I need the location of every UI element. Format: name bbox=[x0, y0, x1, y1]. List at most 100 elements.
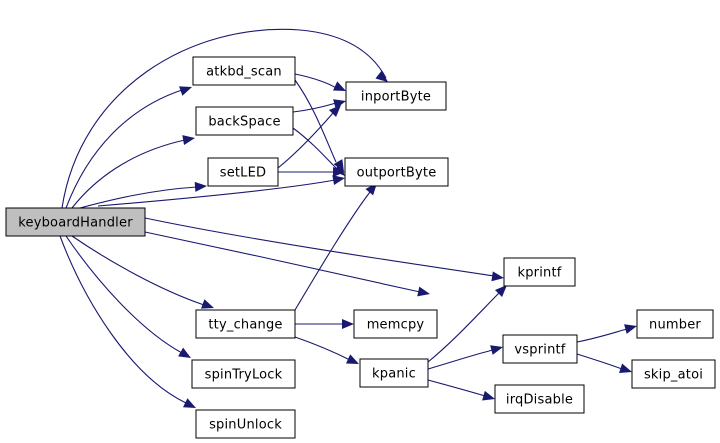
node-box[interactable] bbox=[636, 309, 714, 339]
node-box[interactable] bbox=[5, 207, 146, 237]
node-box[interactable] bbox=[631, 359, 716, 389]
call-edge-keyboardHandler-to-kprintf bbox=[144, 217, 504, 282]
node-box[interactable] bbox=[503, 257, 576, 287]
arrowhead-icon bbox=[328, 105, 341, 118]
call-edge-vsprintf-to-skip_atoi bbox=[576, 353, 632, 374]
arrowhead-icon bbox=[183, 398, 196, 408]
call-edge-keyboardHandler-to-outportByte bbox=[97, 175, 345, 207]
arrowhead-icon bbox=[482, 390, 495, 401]
edge-line bbox=[294, 336, 351, 361]
call-edge-setLED-to-inportByte bbox=[277, 105, 341, 169]
edge-line bbox=[294, 79, 337, 163]
node-box[interactable] bbox=[195, 106, 294, 136]
edge-line bbox=[144, 217, 495, 277]
node-inportByte[interactable]: inportByte bbox=[345, 81, 447, 111]
arrowhead-icon bbox=[201, 299, 214, 309]
node-irqDisable[interactable]: irqDisable bbox=[494, 384, 585, 414]
arrowhead-icon bbox=[619, 363, 632, 374]
call-edge-keyboardHandler-to-atkbd_scan bbox=[65, 86, 192, 209]
node-box[interactable] bbox=[494, 384, 585, 414]
edge-line bbox=[61, 28, 387, 209]
arrowhead-icon bbox=[624, 324, 637, 334]
node-box[interactable] bbox=[345, 81, 447, 111]
arrowhead-icon bbox=[333, 167, 345, 177]
arrowhead-icon bbox=[179, 86, 192, 96]
nodes-layer: keyboardHandler atkbd_scan backSpace setLED… bbox=[5, 56, 716, 439]
arrowhead-icon bbox=[333, 81, 346, 91]
call-edge-keyboardHandler-to-tty_change bbox=[71, 235, 214, 309]
edges-layer bbox=[59, 28, 637, 408]
node-tty_change[interactable]: tty_change bbox=[195, 309, 296, 339]
arrowhead-icon bbox=[494, 285, 507, 298]
call-edge-keyboardHandler-to-backSpace bbox=[71, 135, 195, 209]
node-box[interactable] bbox=[359, 358, 429, 388]
node-skip_atoi[interactable]: skip_atoi bbox=[631, 359, 716, 389]
node-setLED[interactable]: setLED bbox=[207, 157, 279, 187]
arrowhead-icon bbox=[491, 271, 504, 282]
node-memcpy[interactable]: memcpy bbox=[353, 309, 438, 339]
edge-line bbox=[576, 328, 628, 343]
node-outportByte[interactable]: outportByte bbox=[344, 157, 449, 187]
edge-line bbox=[427, 349, 494, 370]
call-edge-backSpace-to-inportByte bbox=[292, 99, 346, 113]
edge-line bbox=[97, 179, 336, 207]
call-edge-atkbd_scan-to-inportByte bbox=[294, 73, 346, 91]
call-edge-keyboardHandler-to-tty_change bbox=[144, 231, 430, 297]
node-kprintf[interactable]: kprintf bbox=[503, 257, 576, 287]
node-box[interactable] bbox=[207, 157, 279, 187]
edge-line bbox=[79, 186, 198, 209]
edge-line bbox=[294, 191, 371, 311]
call-edge-keyboardHandler-to-spinUnlock bbox=[59, 235, 196, 408]
arrowhead-icon bbox=[490, 345, 503, 355]
edge-line bbox=[277, 112, 334, 169]
arrowhead-icon bbox=[178, 347, 191, 358]
node-box[interactable] bbox=[191, 359, 296, 389]
edge-line bbox=[427, 291, 501, 363]
call-edge-keyboardHandler-to-setLED bbox=[79, 181, 207, 209]
call-edge-tty_change-to-memcpy bbox=[295, 319, 354, 329]
arrowhead-icon bbox=[342, 319, 354, 329]
node-box[interactable] bbox=[195, 309, 296, 339]
node-vsprintf[interactable]: vsprintf bbox=[502, 334, 578, 364]
node-box[interactable] bbox=[192, 56, 296, 86]
node-backSpace[interactable]: backSpace bbox=[195, 106, 294, 136]
node-atkbd_scan[interactable]: atkbd_scan bbox=[192, 56, 296, 86]
call-edge-vsprintf-to-number bbox=[576, 324, 637, 343]
node-box[interactable] bbox=[344, 157, 449, 187]
node-kpanic[interactable]: kpanic bbox=[359, 358, 429, 388]
edge-line bbox=[294, 73, 337, 89]
node-box[interactable] bbox=[353, 309, 438, 339]
node-box[interactable] bbox=[195, 409, 296, 439]
call-edge-setLED-to-outportByte bbox=[277, 167, 345, 177]
edge-line bbox=[65, 89, 183, 209]
call-edge-tty_change-to-outportByte bbox=[294, 183, 377, 311]
call-edge-kpanic-to-kprintf bbox=[427, 285, 507, 363]
arrowhead-icon bbox=[194, 181, 207, 192]
arrowhead-icon bbox=[375, 70, 388, 82]
edge-line bbox=[292, 102, 337, 113]
node-keyboardHandler[interactable]: keyboardHandler bbox=[5, 207, 146, 237]
arrowhead-icon bbox=[346, 354, 359, 364]
arrowhead-icon bbox=[417, 286, 430, 297]
call-edge-keyboardHandler-to-inportByte bbox=[61, 28, 388, 209]
edge-line bbox=[292, 127, 337, 169]
call-edge-kpanic-to-irqDisable bbox=[427, 379, 495, 401]
node-spinUnlock[interactable]: spinUnlock bbox=[195, 409, 296, 439]
call-edge-tty_change-to-kpanic bbox=[294, 336, 359, 364]
node-number[interactable]: number bbox=[636, 309, 714, 339]
call-edge-atkbd_scan-to-outportByte bbox=[294, 79, 344, 172]
edge-line bbox=[59, 235, 187, 404]
arrowhead-icon bbox=[182, 135, 195, 146]
edge-line bbox=[65, 235, 183, 354]
edge-line bbox=[427, 379, 486, 397]
edge-line bbox=[576, 353, 623, 370]
call-edge-kpanic-to-vsprintf bbox=[427, 345, 503, 370]
node-spinTryLock[interactable]: spinTryLock bbox=[191, 359, 296, 389]
edge-line bbox=[71, 235, 205, 306]
edge-line bbox=[71, 139, 186, 209]
call-edge-keyboardHandler-to-spinTryLock bbox=[65, 235, 191, 358]
node-box[interactable] bbox=[502, 334, 578, 364]
arrowhead-icon bbox=[333, 99, 346, 109]
